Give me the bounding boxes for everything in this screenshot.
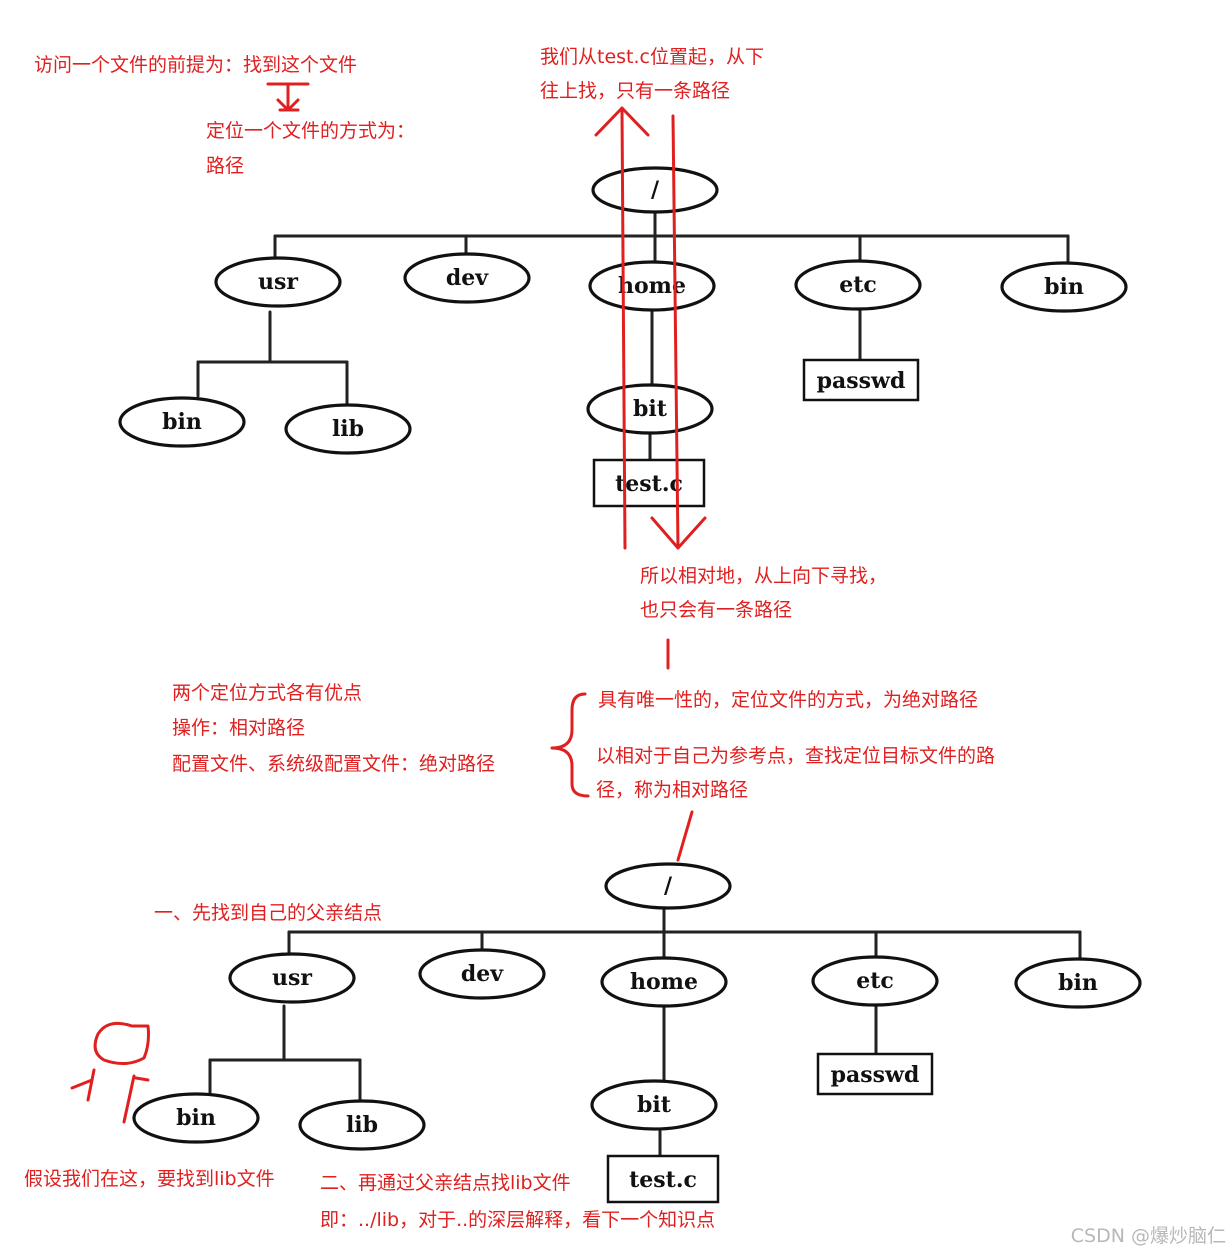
directory-node-home-bit [586, 383, 714, 435]
stick-figure-head [93, 1021, 150, 1065]
directory-node-usr [228, 952, 356, 1004]
downward-search-note-1: 所以相对地，从上向下寻找， [640, 565, 888, 587]
directory-node-home [600, 956, 728, 1008]
directory-node-dev [418, 948, 546, 1000]
directory-node-home [588, 260, 716, 312]
directory-node-bin [1014, 957, 1142, 1009]
stick-figure-left-arm [70, 1068, 96, 1102]
file-node-bit-file [592, 458, 706, 508]
node-label-bit-file: test.c [615, 471, 683, 497]
directory-node-usr-bin [132, 1092, 260, 1144]
upward-search-note-1: 我们从test.c位置起，从下 [540, 46, 764, 68]
brace-mark [550, 692, 590, 798]
node-label-home-bit: bit [637, 1092, 672, 1118]
step-two-example: 即：../lib，对于..的深层解释，看下一个知识点 [320, 1209, 716, 1231]
down-arrow-mark [276, 84, 300, 112]
node-label-usr-bin: bin [176, 1105, 216, 1131]
node-label-usr-lib: lib [346, 1112, 378, 1138]
node-label-root: / [664, 873, 673, 899]
red-annotation-strokes [70, 82, 707, 1124]
node-label-bin: bin [1058, 970, 1098, 996]
node-label-usr-bin: bin [162, 409, 202, 435]
directory-tree-bottom: / usr dev home etc bin bin lib bit passwd test.c [132, 862, 1142, 1204]
node-label-dev: dev [461, 961, 504, 987]
pros-note-3: 配置文件、系统级配置文件：绝对路径 [172, 753, 496, 775]
node-label-bin: bin [1044, 274, 1084, 300]
node-label-home-bit: bit [633, 396, 668, 422]
relative-path-definition-1: 以相对于自己为参考点，查找定位目标文件的路 [596, 745, 996, 767]
directory-node-bin [1000, 261, 1128, 313]
directory-node-usr-lib [284, 403, 412, 455]
downward-search-note-2: 也只会有一条路径 [640, 599, 793, 621]
upward-search-note-2: 往上找，只有一条路径 [540, 80, 731, 102]
file-node-etc-passwd [816, 1052, 934, 1096]
node-label-bit-file: test.c [629, 1167, 697, 1193]
directory-node-usr-lib [298, 1099, 426, 1151]
node-label-dev: dev [446, 265, 489, 291]
directory-node-dev [403, 252, 531, 304]
stick-figure-right-arm [122, 1074, 150, 1124]
relative-path-definition-2: 径，称为相对路径 [596, 779, 749, 801]
node-label-usr-lib: lib [332, 416, 364, 442]
node-label-etc: etc [839, 272, 877, 298]
directory-node-home-bit [590, 1079, 718, 1131]
node-label-usr: usr [272, 965, 312, 991]
node-label-root: / [651, 177, 660, 203]
directory-node-etc [811, 955, 939, 1007]
pros-note-2: 操作：相对路径 [172, 717, 306, 739]
node-label-etc-passwd: passwd [831, 1062, 920, 1088]
locate-method-note-2: 路径 [206, 155, 245, 177]
node-label-home: home [630, 969, 698, 995]
directory-node-usr-bin [118, 396, 246, 448]
downward-path-arrow [650, 114, 707, 550]
node-label-etc: etc [856, 968, 894, 994]
step-two-note: 二、再通过父亲结点找lib文件 [320, 1172, 571, 1194]
node-label-etc-passwd: passwd [817, 368, 906, 394]
pros-note-1: 两个定位方式各有优点 [172, 682, 363, 704]
file-node-etc-passwd [802, 358, 920, 402]
access-premise-note: 访问一个文件的前提为：找到这个文件 [34, 54, 358, 76]
locate-method-note-1: 定位一个文件的方式为： [206, 120, 416, 142]
step-one-note: 一、先找到自己的父亲结点 [154, 902, 383, 924]
divider-stroke-2 [676, 810, 694, 862]
absolute-path-definition: 具有唯一性的，定位文件的方式，为绝对路径 [598, 689, 979, 711]
file-node-bit-file [606, 1154, 720, 1204]
directory-node-etc [794, 259, 922, 311]
csdn-watermark: CSDN @爆炒脑仁 [1070, 1225, 1226, 1247]
node-label-usr: usr [258, 269, 298, 295]
upward-path-arrow [594, 106, 650, 550]
directory-node-usr [214, 256, 342, 308]
directory-node-root [604, 862, 732, 910]
assumption-note: 假设我们在这，要找到lib文件 [24, 1168, 275, 1190]
